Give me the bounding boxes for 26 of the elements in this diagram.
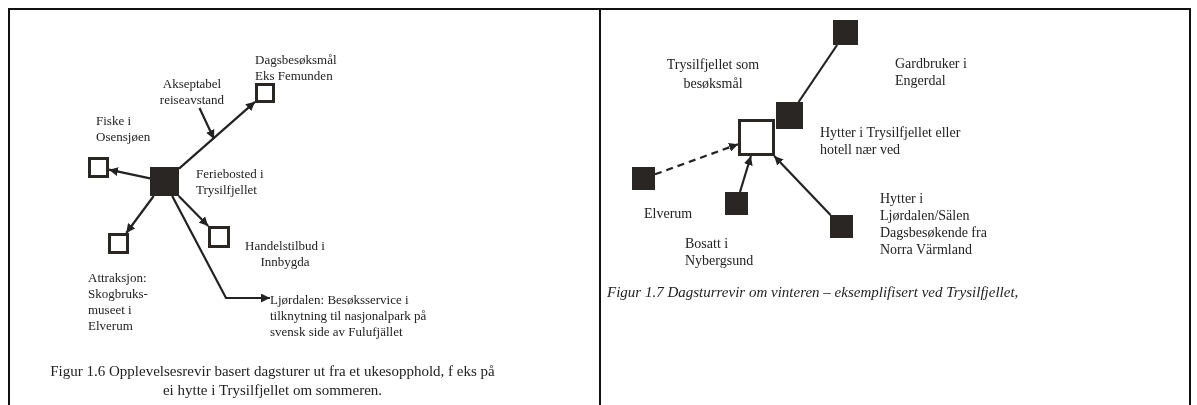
figure-caption: Figur 1.7 Dagsturrevir om vinteren – eksemplifisert ved Trysilfjellet, [607,283,1020,302]
arrow [108,167,151,180]
node-label: Elverum [644,205,694,222]
node-label: Hytter i Trysilfjellet eller hotell nær ved [820,124,962,158]
dashed-arrow [654,143,739,176]
node-label: Gardbruker i Engerdal [895,55,968,89]
node-label: Dagsbesøksmål Eks Femunden [255,52,338,84]
figure-caption: Figur 1.6 Opplevelsesrevir basert dagsturer ut fra et ukesopphold, f eks på ei hytte i Trysilfjellet om sommeren. [49,362,496,400]
node-label: Hytter i Ljørdalen/Sälen [880,190,971,224]
node-label: Fiske i Osensjøen [96,113,152,145]
node-label: Bosatt i Nybergsund [685,235,755,269]
arrow [738,155,753,193]
arrow [198,107,215,140]
arrow [171,195,270,303]
arrow [177,195,209,227]
connector-line [797,44,838,103]
arrow [773,155,832,216]
node-label: Handelstilbud i Innbygda [244,238,326,270]
arrow [125,195,155,234]
node-label: Dagsbesøkende fra Norra Värmland [880,224,988,258]
arrow [178,100,256,170]
text-label: Akseptabel reiseavstand [158,76,226,108]
node-label: Feriebosted i Trysilfjellet [196,166,265,198]
text-label: Ljørdalen: Besøksservice i tilknytning til nasjonalpark på svensk side av Fulufjället [270,292,428,340]
node-label: Trysilfjellet som besøksmål [665,56,761,93]
node-label: Attraksjon: Skogbruks- museet i Elverum [88,270,149,334]
